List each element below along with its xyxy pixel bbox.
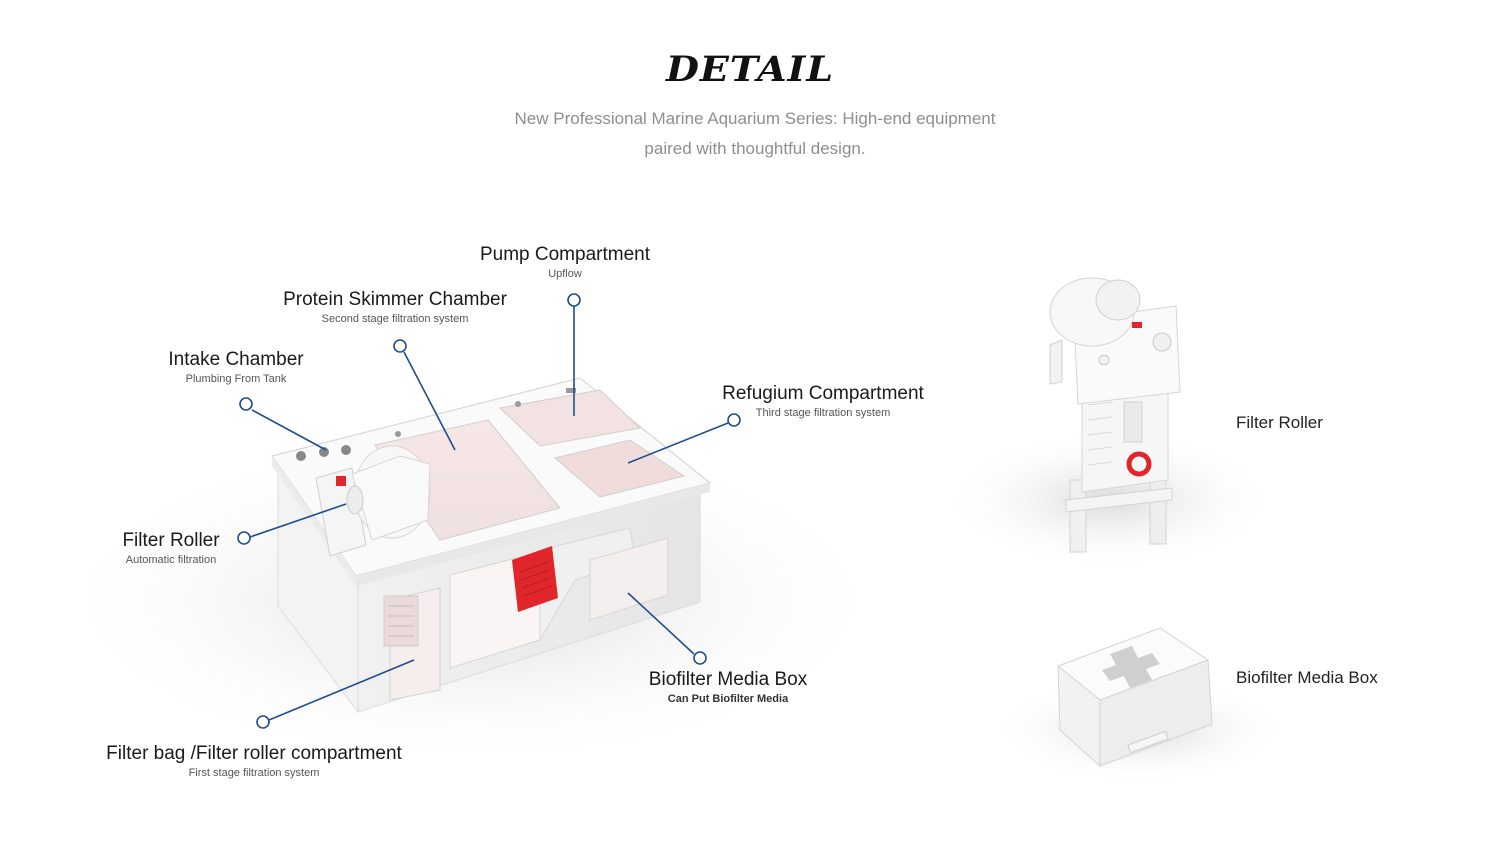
callout-filter-roller-name: Filter Roller — [122, 530, 220, 551]
callout-filter-roller: Filter Roller Automatic filtration — [100, 530, 242, 566]
biofilter-box-product — [1057, 627, 1213, 768]
callout-filter-bag: Filter bag /Filter roller compartment Fi… — [84, 743, 424, 779]
callout-intake: Intake Chamber Plumbing From Tank — [148, 349, 324, 385]
filter-roller-callout-dot — [237, 531, 251, 545]
side-label-filter-roller: Filter Roller — [1236, 413, 1323, 432]
page-subtitle: New Professional Marine Aquarium Series:… — [450, 104, 1060, 164]
callout-refugium-name: Refugium Compartment — [722, 383, 924, 404]
callout-filter-roller-desc: Automatic filtration — [125, 554, 217, 566]
filter-bag-callout-dot — [256, 715, 270, 729]
pump-callout-dot — [567, 293, 581, 307]
side-label-biofilter-box: Biofilter Media Box — [1236, 668, 1378, 687]
callout-filter-bag-name: Filter bag /Filter roller compartment — [106, 743, 402, 764]
biofilter-callout-dot — [693, 651, 707, 665]
callout-leaders — [237, 293, 741, 729]
callout-skimmer: Protein Skimmer Chamber Second stage fil… — [262, 289, 528, 325]
refugium-callout-dot — [727, 413, 741, 427]
callout-biofilter: Biofilter Media Box Can Put Biofilter Me… — [628, 669, 828, 705]
intake-callout-dot — [239, 397, 253, 411]
filter-roller-product — [1049, 277, 1181, 553]
callout-pump-name: Pump Compartment — [479, 244, 650, 265]
skimmer-callout-dot — [393, 339, 407, 353]
callout-filter-bag-desc: First stage filtration system — [188, 767, 320, 779]
callout-refugium-desc: Third stage filtration system — [755, 407, 891, 419]
callout-pump-desc: Upflow — [548, 268, 582, 280]
callout-skimmer-desc: Second stage filtration system — [321, 313, 469, 325]
subtitle-line-1: New Professional Marine Aquarium Series:… — [514, 109, 996, 128]
callout-intake-name: Intake Chamber — [168, 349, 304, 370]
callout-intake-desc: Plumbing From Tank — [185, 373, 287, 385]
callout-pump: Pump Compartment Upflow — [460, 244, 670, 280]
callout-refugium: Refugium Compartment Third stage filtrat… — [700, 383, 946, 419]
sump-cabinet — [271, 377, 712, 714]
callout-biofilter-desc: Can Put Biofilter Media — [667, 693, 789, 705]
callout-skimmer-name: Protein Skimmer Chamber — [283, 289, 507, 310]
callout-biofilter-name: Biofilter Media Box — [648, 669, 808, 690]
page-title: DETAIL — [665, 47, 835, 90]
subtitle-line-2: paired with thoughtful design. — [644, 139, 866, 158]
